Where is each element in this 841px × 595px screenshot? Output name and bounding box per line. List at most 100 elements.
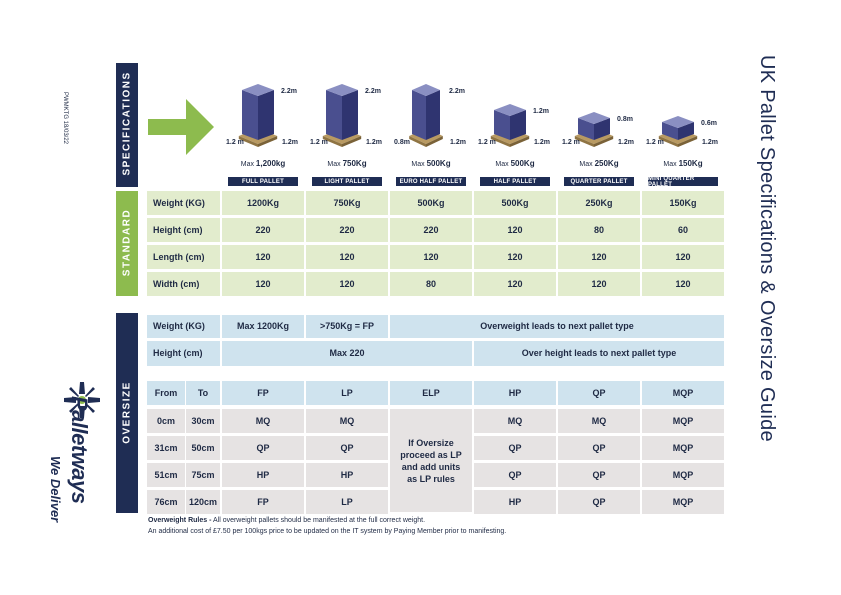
max-value: 500Kg: [426, 159, 451, 168]
rules-label: Overweight Rules -: [148, 517, 212, 524]
oversize-qp: QP: [558, 490, 640, 514]
standard-bar: STANDARD: [116, 191, 138, 296]
arrow-right-icon: [148, 99, 214, 155]
pallet-width-label: 1.2m: [282, 139, 298, 146]
oversize-height-label: Height (cm): [147, 341, 220, 366]
standard-cell: 220: [306, 218, 388, 242]
pallet-length-label: 1.2 m: [226, 139, 244, 146]
pallet-length-label: 1.2 m: [646, 139, 664, 146]
specifications-label: SPECIFICATIONS: [121, 71, 133, 176]
standard-row-label: Height (cm): [147, 218, 220, 242]
standard-label: STANDARD: [121, 208, 133, 277]
oversize-from: 31cm: [147, 436, 185, 460]
oversize-lp: LP: [306, 490, 388, 514]
palletways-logo-icon: [64, 382, 100, 418]
footer-rules: Overweight Rules - All overweight pallet…: [148, 517, 425, 524]
pallet-height-label: 0.8m: [617, 116, 633, 123]
oversize-weight-label: Weight (KG): [147, 315, 220, 338]
pallet-name-label: LIGHT PALLET: [312, 177, 382, 186]
pallet-box-icon: [490, 104, 530, 147]
pallet-box-icon: [322, 84, 362, 147]
oversize-height-note: Over height leads to next pallet type: [474, 341, 724, 366]
standard-row-label: Length (cm): [147, 245, 220, 269]
pallet-name-label: QUARTER PALLET: [564, 177, 634, 186]
oversize-header-lp: LP: [306, 381, 388, 405]
oversize-mqp: MQP: [642, 463, 724, 487]
max-prefix: Max: [579, 161, 595, 168]
pallet-box-icon: [409, 84, 443, 147]
oversize-from: 76cm: [147, 490, 185, 514]
oversize-qp: MQ: [558, 409, 640, 433]
pallet-name-label: MINI QUARTER PALLET: [648, 176, 718, 188]
max-value: 150Kg: [678, 159, 703, 168]
standard-cell: 220: [222, 218, 304, 242]
pallet-width-label: 1.2m: [366, 139, 382, 146]
oversize-mqp: MQP: [642, 409, 724, 433]
pallet-box-icon: [658, 116, 698, 147]
pallet-height-label: 2.2m: [365, 88, 381, 95]
pallet-length-label: 1.2 m: [310, 139, 328, 146]
pallet-name-label: HALF PALLET: [480, 177, 550, 186]
pallet-width-label: 1.2m: [534, 139, 550, 146]
oversize-fp: FP: [222, 490, 304, 514]
pallet-max-weight: Max 500Kg: [474, 159, 556, 168]
standard-cell: 120: [558, 272, 640, 296]
standard-cell: 120: [474, 218, 556, 242]
brand-tagline: We Deliver: [48, 456, 63, 523]
oversize-weight-max: Max 1200Kg: [222, 315, 304, 338]
max-prefix: Max: [663, 161, 679, 168]
pallet-width-label: 1.2m: [450, 139, 466, 146]
standard-cell: 250Kg: [558, 191, 640, 215]
pallet-max-weight: Max 250Kg: [558, 159, 640, 168]
pallet-name-label: FULL PALLET: [228, 177, 298, 186]
oversize-lp: QP: [306, 436, 388, 460]
standard-cell: 120: [222, 272, 304, 296]
max-value: 1,200kg: [255, 159, 286, 168]
oversize-header-mqp: MQP: [642, 381, 724, 405]
max-value: 250Kg: [594, 159, 619, 168]
oversize-hp: QP: [474, 436, 556, 460]
oversize-header-elp: ELP: [390, 381, 472, 405]
oversize-mqp: MQP: [642, 490, 724, 514]
pallet-length-label: 0.8m: [394, 139, 410, 146]
standard-cell: 80: [390, 272, 472, 296]
standard-cell: 80: [558, 218, 640, 242]
standard-cell: 120: [642, 245, 724, 269]
standard-cell: 120: [306, 272, 388, 296]
oversize-label: OVERSIZE: [121, 381, 133, 444]
standard-cell: 120: [558, 245, 640, 269]
pallet-length-label: 1.2 m: [478, 139, 496, 146]
max-value: 500Kg: [510, 159, 535, 168]
pallet-box-icon: [574, 112, 614, 147]
pallet-height-label: 2.2m: [281, 88, 297, 95]
oversize-lp: MQ: [306, 409, 388, 433]
max-prefix: Max: [411, 161, 427, 168]
oversize-to: 30cm: [186, 409, 220, 433]
oversize-to: 120cm: [186, 490, 220, 514]
oversize-from: 51cm: [147, 463, 185, 487]
threshold-text: >750Kg = FP: [319, 321, 375, 331]
pallet-height-label: 2.2m: [449, 88, 465, 95]
max-value: 750Kg: [342, 159, 367, 168]
rules-text: All overweight pallets should be manifes…: [211, 517, 426, 524]
pallet-height-label: 0.6m: [701, 120, 717, 127]
standard-cell: 500Kg: [474, 191, 556, 215]
pallet-max-weight: Max 500Kg: [390, 159, 472, 168]
standard-cell: 500Kg: [390, 191, 472, 215]
pallet-max-weight: Max 150Kg: [642, 159, 724, 168]
pallet-width-label: 1.2m: [702, 139, 718, 146]
oversize-lp: HP: [306, 463, 388, 487]
oversize-to: 50cm: [186, 436, 220, 460]
oversize-height-max: Max 220: [222, 341, 472, 366]
oversize-fp: HP: [222, 463, 304, 487]
oversize-weight-threshold: >750Kg = FP: [306, 315, 388, 338]
oversize-header-to: To: [186, 381, 220, 405]
oversize-fp: QP: [222, 436, 304, 460]
pallet-height-label: 1.2m: [533, 108, 549, 115]
oversize-hp: QP: [474, 463, 556, 487]
oversize-qp: QP: [558, 463, 640, 487]
oversize-fp: MQ: [222, 409, 304, 433]
standard-cell: 120: [474, 245, 556, 269]
max-prefix: Max: [495, 161, 511, 168]
standard-cell: 120: [222, 245, 304, 269]
